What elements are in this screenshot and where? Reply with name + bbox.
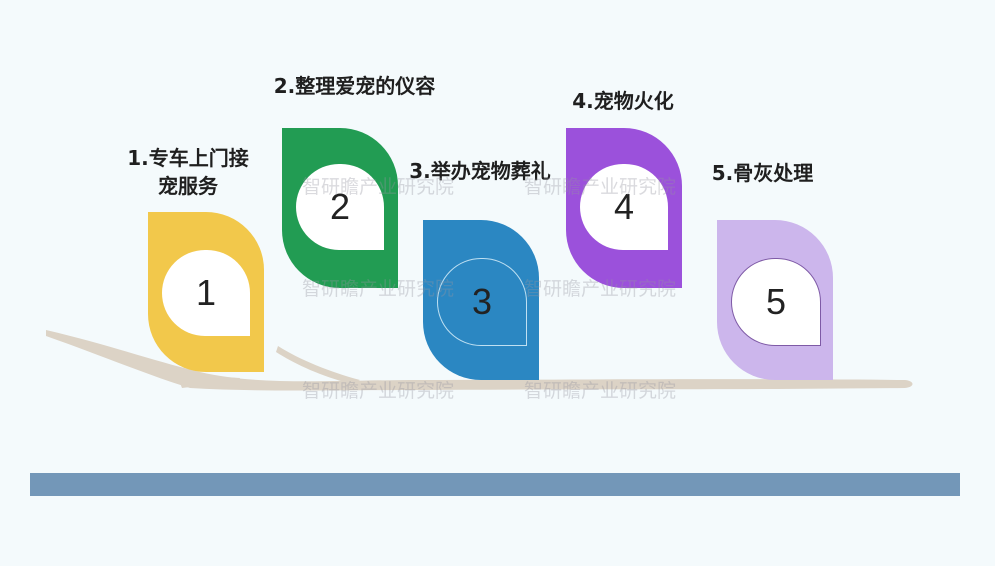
step-3-number: 3: [437, 258, 527, 346]
step-1-label-line2: 宠服务: [158, 174, 218, 198]
step-4-leaf: 4: [566, 128, 682, 288]
step-1-leaf: 1: [148, 212, 264, 372]
step-5-label-line1: 5.骨灰处理: [711, 161, 814, 185]
step-5-leaf: 5: [717, 220, 833, 380]
step-3-label-line1: 3.举办宠物葬礼: [409, 159, 551, 183]
step-5-label: 5.骨灰处理: [705, 159, 820, 187]
step-5-number: 5: [731, 258, 821, 346]
step-4-label-line1: 4.宠物火化: [572, 89, 674, 113]
step-2-label: 2.整理爱宠的仪容: [262, 72, 447, 100]
step-4-label: 4.宠物火化: [558, 87, 688, 115]
step-1-number: 1: [162, 250, 250, 336]
step-3-label: 3.举办宠物葬礼: [405, 157, 555, 185]
step-4-number: 4: [580, 164, 668, 250]
step-2-number: 2: [296, 164, 384, 250]
step-3-leaf: 3: [423, 220, 539, 380]
footer-bar: [30, 473, 960, 496]
step-1-label-line1: 1.专车上门接: [127, 146, 249, 170]
step-2-leaf: 2: [282, 128, 398, 288]
step-1-label: 1.专车上门接 宠服务: [118, 144, 258, 200]
step-2-label-line1: 2.整理爱宠的仪容: [273, 74, 436, 98]
